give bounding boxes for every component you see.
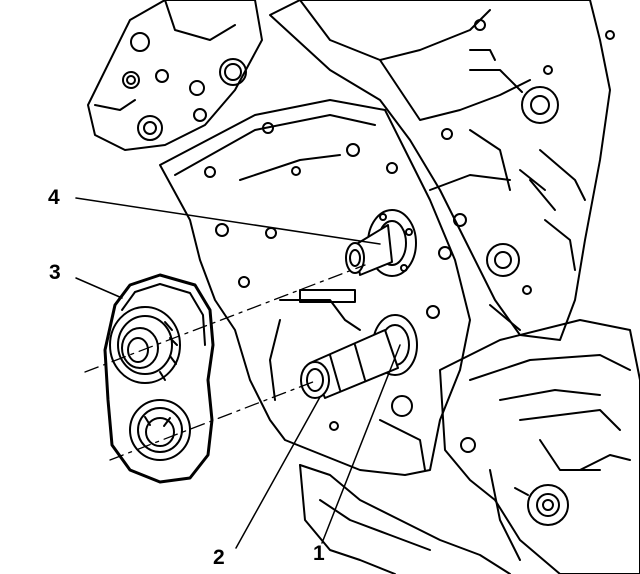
callout-3: 3 bbox=[49, 261, 61, 284]
leader-lines bbox=[75, 197, 401, 549]
callout-2: 2 bbox=[213, 546, 225, 569]
centerlines bbox=[84, 264, 366, 461]
part-1-2-lower-shaft bbox=[300, 314, 418, 399]
part-3-front-cover bbox=[103, 273, 215, 484]
part-4-upper-shaft bbox=[345, 209, 417, 277]
callout-1: 1 bbox=[313, 542, 325, 565]
callout-4: 4 bbox=[48, 186, 60, 209]
engine-block bbox=[87, 0, 640, 574]
